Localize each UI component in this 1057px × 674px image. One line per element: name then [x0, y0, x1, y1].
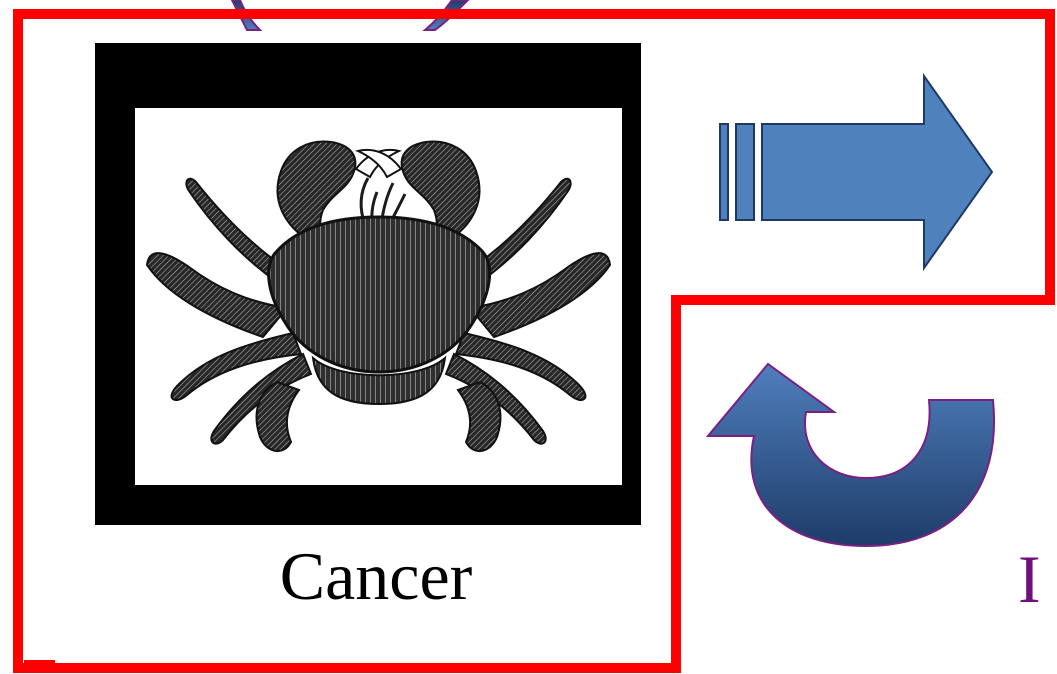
crab-illustration [135, 108, 622, 485]
left-partial-curved-arrow-icon [232, 0, 260, 30]
arrow-stripe-one [720, 124, 728, 220]
arrow-stripe-two [736, 124, 754, 220]
right-partial-caption: I [1018, 538, 1057, 620]
crab-drawing [135, 108, 622, 485]
right-arrow-icon [720, 76, 992, 268]
arrow-body [762, 76, 992, 268]
curved-return-arrow-icon [708, 364, 994, 546]
outline-corner-left [24, 660, 55, 670]
right-partial-curved-arrow-icon [425, 0, 468, 30]
left-caption: Cancer [236, 535, 516, 617]
